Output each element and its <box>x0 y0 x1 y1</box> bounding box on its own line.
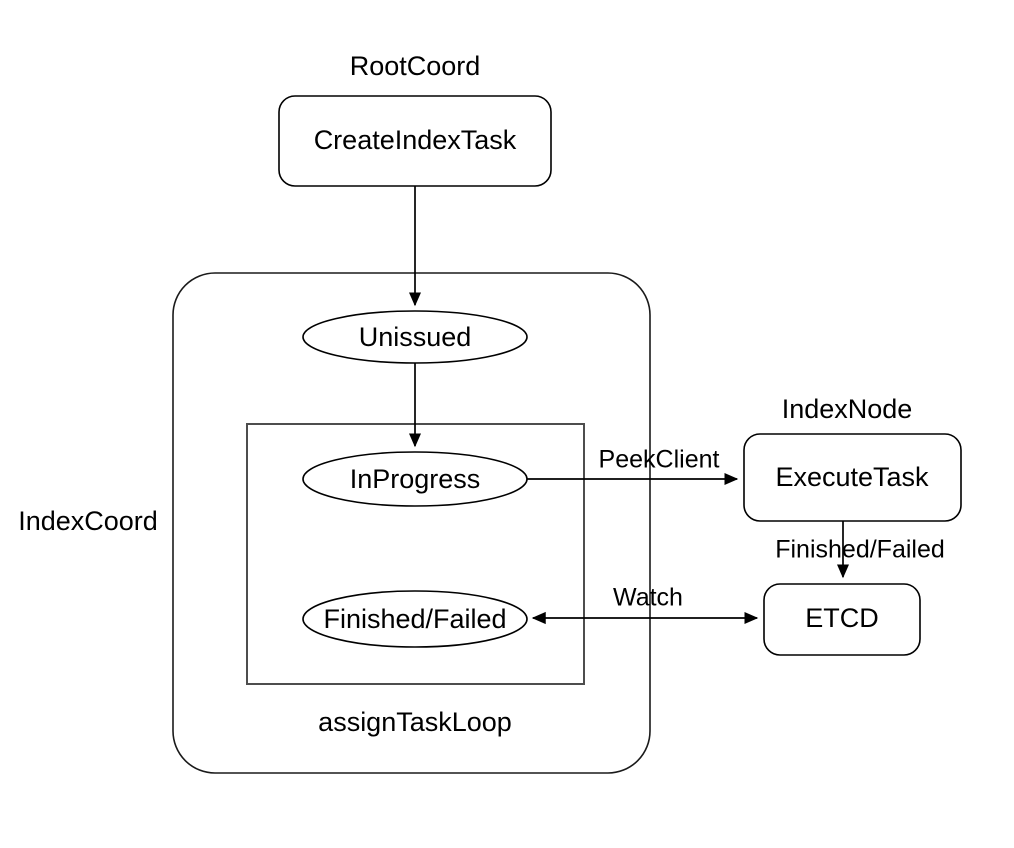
node-label-in-progress: InProgress <box>350 464 481 494</box>
node-label-finished-failed: Finished/Failed <box>323 604 506 634</box>
node-create-index-task[interactable] <box>278 95 552 187</box>
group-label-assign-task-loop: assignTaskLoop <box>318 707 512 737</box>
node-label-create-index-task: CreateIndexTask <box>314 125 517 155</box>
group-label-root-coord: RootCoord <box>350 51 481 81</box>
node-label-unissued: Unissued <box>359 322 472 352</box>
node-in-progress[interactable] <box>302 451 528 507</box>
edge-label-peek-client: PeekClient <box>599 446 720 474</box>
node-label-etcd: ETCD <box>805 603 879 633</box>
node-execute-task[interactable] <box>743 433 962 522</box>
node-etcd[interactable] <box>763 583 921 656</box>
group-index-coord-box <box>172 272 651 774</box>
node-label-execute-task: ExecuteTask <box>775 462 929 492</box>
edge-label-watch: Watch <box>613 584 683 612</box>
node-finished-failed[interactable] <box>302 590 528 648</box>
node-unissued[interactable] <box>302 310 528 364</box>
edge-label-finished-failed: Finished/Failed <box>775 536 945 564</box>
group-label-index-coord: IndexCoord <box>18 506 158 536</box>
group-label-index-node: IndexNode <box>782 394 913 424</box>
